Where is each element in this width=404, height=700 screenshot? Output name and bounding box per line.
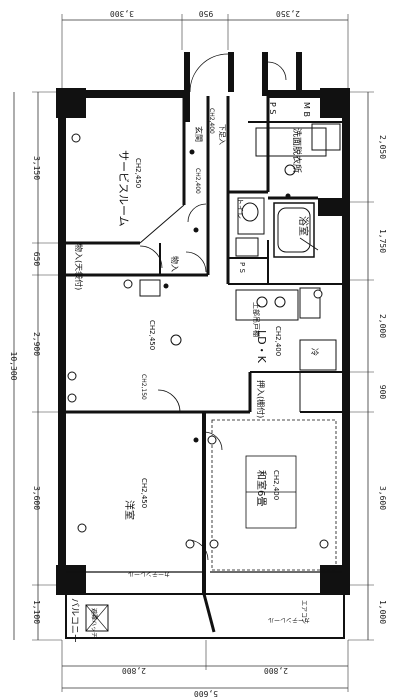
right-dim-5: 3,600	[378, 486, 387, 510]
curtain-rail-label-1: カーテンレール	[128, 570, 170, 577]
outer-walls	[56, 52, 350, 595]
kitchen-ch: CH2,400	[274, 326, 282, 356]
yoshitsu-label: 洋室	[123, 500, 136, 520]
room-labels: サービスルーム CH2,450 玄関 CH2,400 下足入 CH2,400 物…	[69, 102, 320, 643]
washitsu-tatami	[211, 419, 337, 571]
closet-top-label: 物入(天袋付)	[74, 244, 84, 290]
left-dim-5: 1,100	[32, 600, 41, 624]
left-dim-2: 650	[32, 252, 41, 267]
kitchen-fixtures	[139, 279, 337, 371]
storage-label: 物入	[170, 256, 180, 272]
service-room-ch: CH2,450	[134, 158, 142, 188]
mb-label: M B	[302, 102, 311, 117]
entrance-ch: CH2,400	[208, 108, 215, 134]
top-dim-3: 2,350	[276, 9, 300, 18]
shoe-box-label: 下足入	[218, 124, 226, 145]
balcony-area	[65, 571, 345, 639]
beam-ch-mid: CH2,150	[140, 374, 147, 400]
left-dimensions: 10,300 3,150 650 2,900 3,600 1,100	[9, 91, 62, 641]
closet-mid-label: 押入(棚付)	[256, 380, 266, 418]
bottom-dim-total: 5,600	[194, 689, 218, 698]
bottom-dimensions: 2,800 2,800 5,600	[61, 640, 349, 698]
right-dimensions: 2,050 1,750 2,000 900 3,600 1,000	[348, 91, 387, 641]
ps2-label: P S	[238, 262, 246, 273]
ac-unit-label: エアコン	[300, 600, 307, 624]
hall-ch: CH2,400	[194, 168, 201, 194]
bottom-dim-2: 2,800	[264, 666, 288, 675]
washitsu-label: 和室6畳	[255, 470, 268, 506]
curtain-rail-label-2: カーテンレール	[268, 616, 310, 623]
right-dim-3: 2,000	[378, 314, 387, 338]
right-dim-6: 1,000	[378, 600, 387, 624]
toilet-label: トイレ	[236, 198, 244, 219]
left-dim-4: 3,600	[32, 486, 41, 510]
bottom-dim-1: 2,800	[122, 666, 146, 675]
entrance-label: 玄関	[194, 126, 204, 142]
ldk-ch: CH2,450	[148, 320, 156, 350]
bath-wash-fixtures	[235, 123, 341, 258]
dot-symbols	[163, 149, 291, 443]
ps-mb-label: P S	[268, 102, 277, 114]
ldk-label: LD・K	[255, 330, 268, 364]
right-dim-4: 900	[378, 385, 387, 400]
left-dim-total: 10,300	[9, 352, 18, 381]
outlet-symbols	[67, 133, 329, 549]
bath-label: 浴室	[297, 216, 310, 236]
evac-hatch-box	[85, 604, 109, 632]
right-dim-2: 1,750	[378, 229, 387, 253]
left-dim-3: 2,900	[32, 332, 41, 356]
fridge-label: 冷	[310, 348, 320, 356]
balcony-label: バルコニー	[69, 598, 80, 643]
top-dim-2: 950	[199, 9, 214, 18]
upper-cabinet-label: 上部吊戸棚	[252, 302, 261, 337]
doors	[139, 53, 319, 561]
washitsu-ch: CH2,400	[272, 470, 280, 500]
wash-label: 洗面脱衣所	[291, 128, 303, 173]
yoshitsu-ch: CH2,450	[140, 478, 148, 508]
service-room-label: サービスルーム	[117, 150, 130, 227]
top-dimensions: 3,300 950 2,350	[61, 9, 349, 88]
left-dim-1: 3,150	[32, 156, 41, 180]
evac-label: 避難ハッチ	[90, 608, 98, 638]
top-dim-1: 3,300	[110, 9, 134, 18]
right-dim-1: 2,050	[378, 135, 387, 159]
